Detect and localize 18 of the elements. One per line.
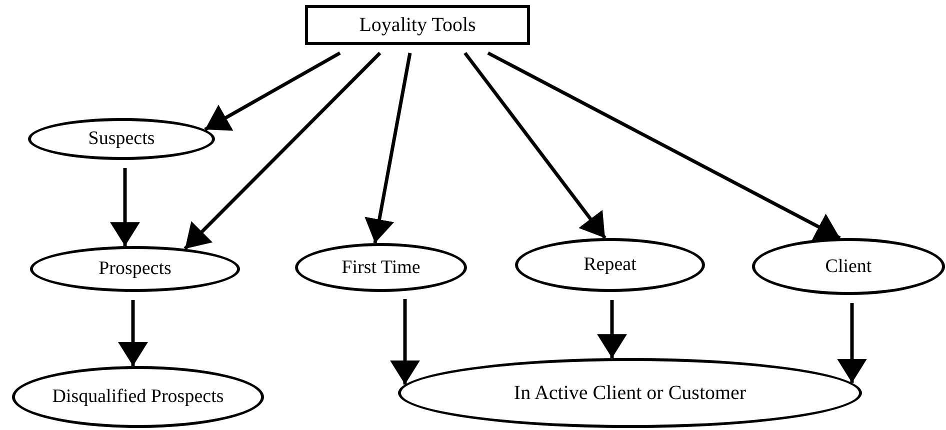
arrow [364, 52, 412, 244]
arrow [837, 302, 867, 383]
node-label: First Time [340, 258, 422, 278]
node-label: Disqualified Prospects [51, 387, 225, 407]
node-label: Repeat [582, 255, 638, 275]
node-label: Client [824, 256, 873, 276]
arrow [110, 168, 140, 246]
node-label: Suspects [87, 129, 156, 149]
arrow [464, 52, 606, 240]
node-label: Loyality Tools [358, 14, 477, 36]
arrow [118, 300, 148, 366]
arrow [597, 300, 627, 358]
title-box [305, 5, 530, 45]
node-label: Prospects [98, 259, 172, 279]
arrow [487, 51, 841, 240]
node-label: In Active Client or Customer [512, 382, 748, 404]
arrow [390, 299, 420, 384]
arrow [204, 51, 341, 132]
